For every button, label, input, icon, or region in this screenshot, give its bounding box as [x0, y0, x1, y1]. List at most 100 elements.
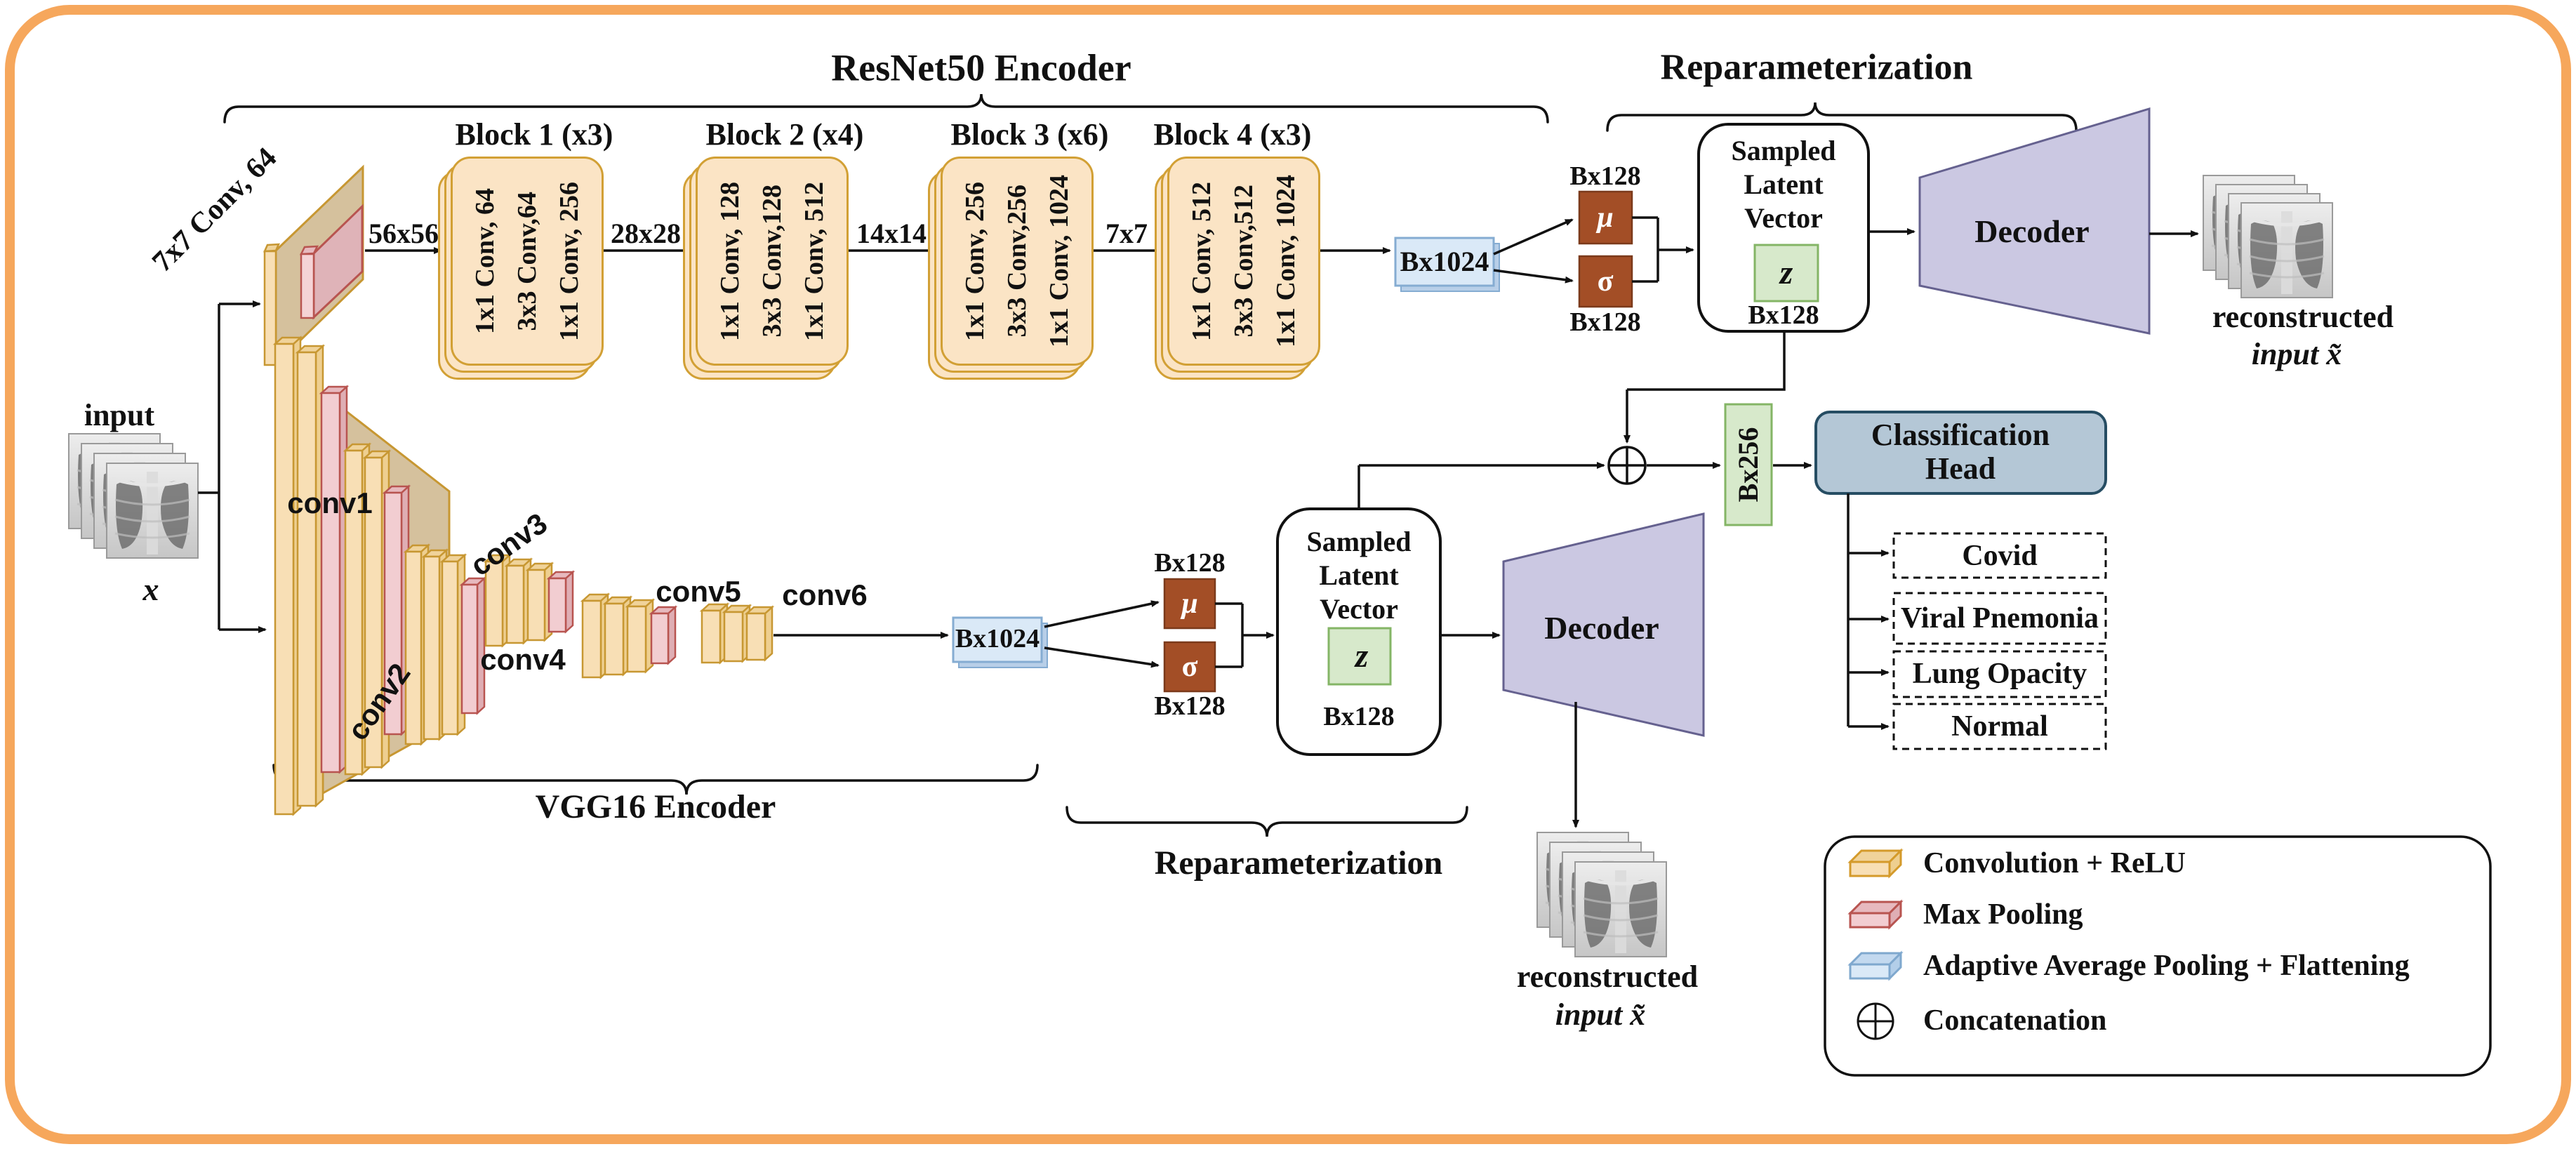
outer-frame	[5, 5, 2571, 1144]
class-label-lung-opacity: Lung Opacity	[1912, 657, 2087, 690]
concat-node	[1607, 446, 1647, 485]
legend-label-max-pooling: Max Pooling	[1923, 898, 2083, 931]
block-card-line: 1x1 Conv, 1024	[1044, 175, 1074, 347]
class-label-normal: Normal	[1951, 710, 2048, 743]
block2-title: Block 2 (x4)	[705, 117, 864, 152]
resnet-encoder-title: ResNet50 Encoder	[831, 46, 1131, 89]
sigma-dim-top: Bx128	[1569, 307, 1641, 338]
size-14x14: 14x14	[856, 218, 927, 249]
bx256-box	[1724, 403, 1773, 526]
decoder-bottom-shape	[1502, 512, 1705, 737]
input-image-stack	[69, 434, 198, 558]
size-56x56: 56x56	[369, 218, 439, 249]
decoder-top-shape	[1918, 107, 2151, 335]
vgg-label-conv1: conv1	[287, 486, 373, 519]
class-box-lung-opacity	[1892, 650, 2107, 698]
vgg-label-conv4: conv4	[480, 642, 566, 676]
class-box-normal	[1892, 703, 2107, 750]
mu-dim-top: Bx128	[1569, 161, 1641, 192]
block-card-line: 1x1 Conv, 128	[715, 181, 745, 341]
z-box-top	[1753, 244, 1819, 303]
recon-image-stack-top	[2203, 175, 2332, 298]
latent-bottom-line1: Sampled	[1306, 526, 1412, 557]
latent-bottom-line3: Vector	[1320, 593, 1398, 625]
arrow-flatten-to-sigma-top	[1493, 269, 1574, 284]
block-card-line: 1x1 Conv, 64	[470, 188, 500, 334]
vgg-label-conv6: conv6	[782, 578, 868, 611]
reparam-top-title: Reparameterization	[1660, 47, 1973, 88]
recon-top-line2: input x̃	[2251, 336, 2342, 371]
sigma-box-top	[1578, 255, 1633, 308]
block1-title: Block 1 (x3)	[455, 117, 613, 152]
bx256-label: Bx256	[1732, 427, 1764, 503]
z-symbol-bottom: z	[1355, 637, 1369, 675]
block3-title: Block 3 (x6)	[950, 117, 1109, 152]
arrow-flatten-to-sigma-bottom	[1044, 646, 1160, 668]
legend-label-adaptive-avg-pool: Adaptive Average Pooling + Flattening	[1923, 950, 2410, 982]
class-label-covid: Covid	[1962, 539, 2038, 572]
recon-image-stack-bottom	[1537, 832, 1666, 957]
legend-label-concatenation: Concatenation	[1923, 1004, 2107, 1037]
latent-dim-bottom: Bx128	[1323, 702, 1395, 732]
legend-box	[1824, 835, 2492, 1077]
resnet-flatten-label: Bx1024	[1400, 246, 1489, 277]
latent-top-line1: Sampled	[1731, 135, 1836, 166]
recon-bottom-line2: input x̃	[1555, 997, 1646, 1032]
resnet-flatten-box	[1394, 237, 1500, 292]
block-card-line: 3x3 Conv,256	[1002, 185, 1032, 338]
block-card-line: 1x1 Conv, 256	[960, 181, 990, 341]
latent-top-line3: Vector	[1744, 202, 1823, 234]
vgg-label-conv5: conv5	[656, 574, 741, 608]
connector-lines	[198, 216, 1850, 726]
resnet-brace	[223, 93, 1549, 124]
vgg-layer-stack	[272, 336, 775, 816]
size-28x28: 28x28	[611, 218, 681, 249]
class-label-viral-pnemonia: Viral Pnemonia	[1901, 602, 2099, 635]
mu-dim-bottom: Bx128	[1154, 548, 1226, 578]
sigma-symbol-top: σ	[1597, 265, 1614, 298]
sigma-dim-bottom: Bx128	[1154, 691, 1226, 722]
block-card-line: 1x1 Conv, 256	[555, 181, 584, 341]
adaptive-avg-pool-icon	[1847, 950, 1904, 981]
block-card-line: 1x1 Conv, 1024	[1271, 175, 1301, 347]
input-symbol: x	[142, 571, 159, 607]
block4-title: Block 4 (x3)	[1153, 117, 1312, 152]
latent-top-line2: Latent	[1744, 168, 1824, 200]
legend-label-conv-relu: Convolution + ReLU	[1923, 847, 2186, 879]
vgg-encoder-title: VGG16 Encoder	[535, 788, 776, 825]
arrow-flatten-to-mu-top	[1493, 218, 1574, 255]
block-card-line: 3x3 Conv,128	[757, 185, 787, 338]
classification-head-line2: Head	[1925, 451, 1996, 486]
conv-relu-icon	[1847, 848, 1904, 879]
z-symbol-top: z	[1779, 253, 1793, 291]
resnet-stem-block	[263, 164, 364, 367]
reparam-bottom-title: Reparameterization	[1154, 844, 1443, 882]
classification-head-box	[1814, 411, 2107, 495]
arrow-flatten-to-mu-bottom	[1044, 600, 1160, 628]
input-label: input	[84, 397, 155, 432]
classification-head-line1: Classification	[1871, 417, 2050, 452]
class-boxes	[1892, 532, 2107, 750]
class-box-viral-pnemonia	[1892, 592, 2107, 645]
class-box-covid	[1892, 532, 2107, 579]
latent-dim-top: Bx128	[1748, 300, 1819, 331]
vgg-flatten-box	[952, 616, 1048, 668]
latent-bottom-line2: Latent	[1319, 559, 1399, 591]
vgg-flatten-label: Bx1024	[955, 624, 1040, 654]
recon-top-line1: reconstructed	[2212, 299, 2394, 334]
reparam-top-brace	[1606, 102, 2078, 132]
block-card-line: 3x3 Conv,512	[1229, 185, 1259, 338]
max-pooling-icon	[1847, 899, 1904, 930]
sigma-symbol-bottom: σ	[1181, 650, 1198, 683]
z-box-bottom	[1327, 627, 1392, 686]
mu-symbol-top: μ	[1597, 201, 1614, 234]
block-card-line: 1x1 Conv, 512	[799, 181, 829, 341]
decoder-bottom-label: Decoder	[1544, 609, 1659, 646]
block-card-line: 3x3 Conv,64	[512, 191, 542, 331]
mu-symbol-bottom: μ	[1181, 587, 1198, 620]
recon-bottom-line1: reconstructed	[1516, 959, 1699, 994]
arrows	[219, 218, 2199, 828]
decoder-top-label: Decoder	[1974, 213, 2090, 249]
